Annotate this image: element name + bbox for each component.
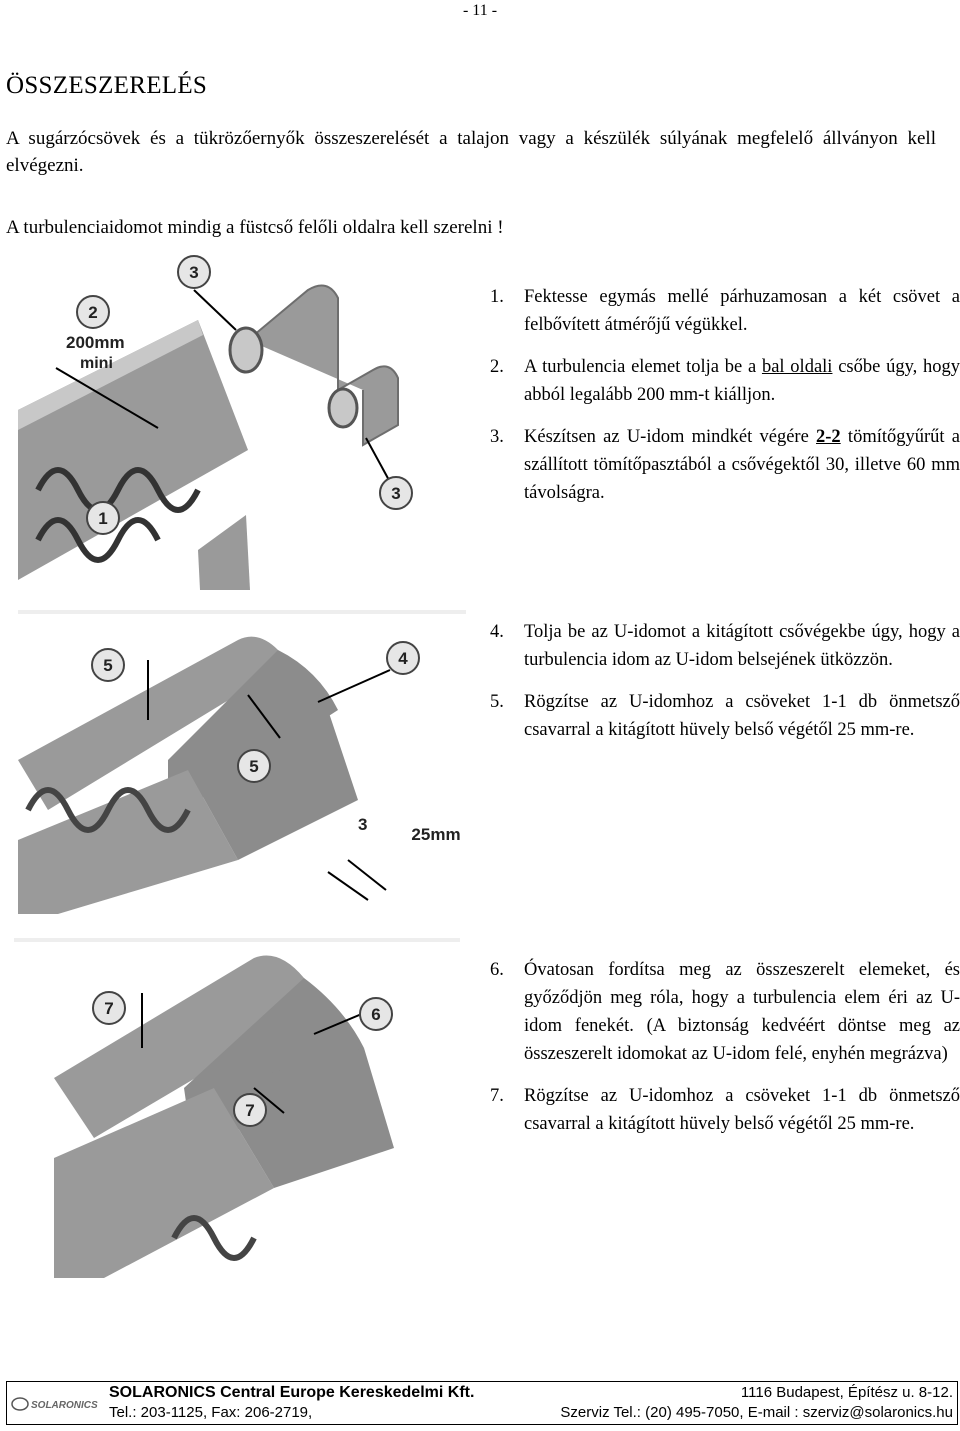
step-number: 3. [490, 427, 504, 447]
callout-2: 2 [88, 303, 97, 322]
solaronics-logo: SOLARONICS [11, 1397, 98, 1411]
figure-3-flip-check: 7 6 7 [14, 938, 460, 1278]
dimension-label: 200mm [66, 333, 125, 352]
warning-paragraph: A turbulenciaidomot mindig a füstcső fel… [6, 217, 504, 238]
callout-3-top: 3 [189, 263, 198, 282]
footer-company: SOLARONICS Central Europe Kereskedelmi K… [109, 1384, 475, 1401]
callout-1: 1 [98, 509, 107, 528]
footer-address: 1116 Budapest, Építész u. 8-12. [740, 1384, 953, 1401]
step-number: 4. [490, 622, 504, 642]
label-3: 3 [358, 815, 367, 834]
callout-5-top: 5 [103, 656, 112, 675]
figure-1-assembly: 2 3 3 1 200mm mini [18, 250, 448, 590]
step-number: 5. [490, 692, 504, 712]
callout-4: 4 [398, 649, 408, 668]
callout-7-top: 7 [104, 999, 113, 1018]
page-number: - 11 - [462, 2, 498, 19]
dimension-note: mini [80, 355, 113, 372]
step-number: 6. [490, 960, 504, 980]
step-7: 7. Rögzítse az U-idomhoz a csöveket 1-1 … [490, 1082, 960, 1138]
step-number: 7. [490, 1086, 504, 1106]
dimension-label: 25mm [411, 825, 460, 844]
step-3: 3. Készítsen az U-idom mindkét végére 2-… [490, 423, 960, 507]
intro-paragraph: A sugárzócsövek és a tükrözőernyők össze… [6, 128, 936, 176]
step-text: Fektesse egymás mellé párhuzamosan a két… [524, 287, 960, 335]
step-4: 4. Tolja be az U-idomot a kitágított cső… [490, 618, 960, 674]
step-6: 6. Óvatosan fordítsa meg az összeszerelt… [490, 956, 960, 1068]
step-number: 1. [490, 287, 504, 307]
callout-7-bottom: 7 [245, 1101, 254, 1120]
step-text: Óvatosan fordítsa meg az összeszerelt el… [524, 960, 960, 1064]
figure-2-u-bend-insertion: 5 4 5 3 25mm [18, 610, 466, 914]
footer-tel: Tel.: 203-1125, Fax: 206-2719, [109, 1404, 313, 1421]
steps-group-3: 6. Óvatosan fordítsa meg az összeszerelt… [490, 956, 960, 1152]
steps-group-2: 4. Tolja be az U-idomot a kitágított cső… [490, 618, 960, 758]
step-2: 2. A turbulencia elemet tolja be a bal o… [490, 353, 960, 409]
svg-text:SOLARONICS: SOLARONICS [31, 1400, 98, 1411]
step-text: Rögzítse az U-idomhoz a csöveket 1-1 db … [524, 692, 960, 740]
step-number: 2. [490, 357, 504, 377]
footer: SOLARONICS SOLARONICS Central Europe Ker… [6, 1381, 958, 1425]
step-5: 5. Rögzítse az U-idomhoz a csöveket 1-1 … [490, 688, 960, 744]
footer-service: Szerviz Tel.: (20) 495-7050, E-mail : sz… [560, 1404, 953, 1421]
step-text: Rögzítse az U-idomhoz a csöveket 1-1 db … [524, 1086, 960, 1134]
callout-3-bottom: 3 [391, 484, 400, 503]
callout-5-bottom: 5 [249, 757, 258, 776]
step-text: A turbulencia elemet tolja be a bal olda… [524, 357, 960, 405]
steps-group-1: 1. Fektesse egymás mellé párhuzamosan a … [490, 283, 960, 521]
step-text: Tolja be az U-idomot a kitágított csővég… [524, 622, 960, 670]
callout-6: 6 [371, 1005, 380, 1024]
step-text: Készítsen az U-idom mindkét végére 2-2 t… [524, 427, 960, 503]
page-title: ÖSSZESZERELÉS [6, 72, 208, 99]
step-1: 1. Fektesse egymás mellé párhuzamosan a … [490, 283, 960, 339]
